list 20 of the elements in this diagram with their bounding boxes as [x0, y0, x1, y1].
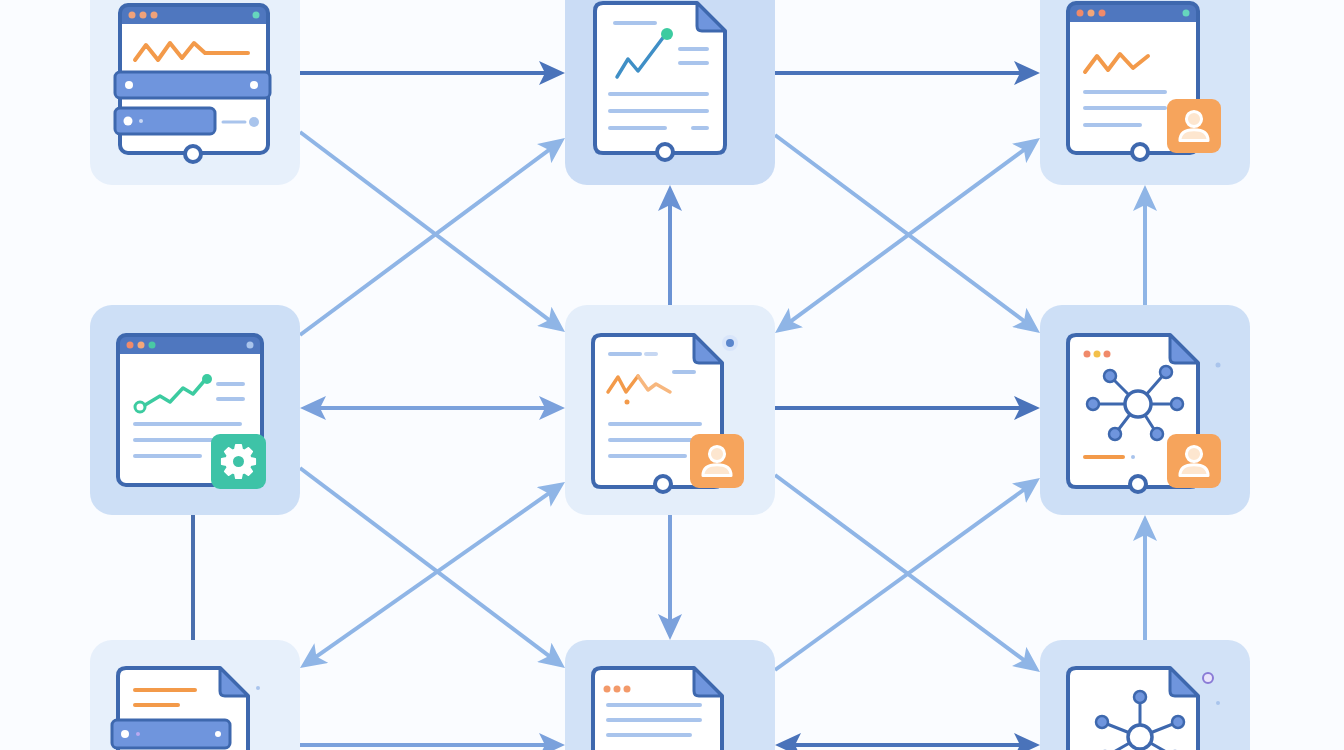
connector-line: [191, 515, 195, 640]
icon-tile: [1040, 640, 1250, 750]
double-arrow: [300, 396, 565, 420]
icon-tile: [565, 0, 775, 185]
double-arrow: [775, 733, 1040, 750]
icon-tile: [90, 305, 300, 515]
icon-tile: [90, 0, 300, 185]
icon-tile: [90, 640, 300, 750]
arrow: [658, 515, 682, 640]
arrow: [300, 61, 565, 85]
arrow: [300, 733, 565, 750]
arrow: [1133, 515, 1157, 640]
icon-tile: [1040, 305, 1250, 515]
arrow: [658, 185, 682, 305]
arrow: [775, 61, 1040, 85]
arrow: [1133, 185, 1157, 305]
icon-tile: [1040, 0, 1250, 185]
icon-tile: [565, 305, 775, 515]
icon-tile: [565, 640, 775, 750]
arrow: [775, 396, 1040, 420]
